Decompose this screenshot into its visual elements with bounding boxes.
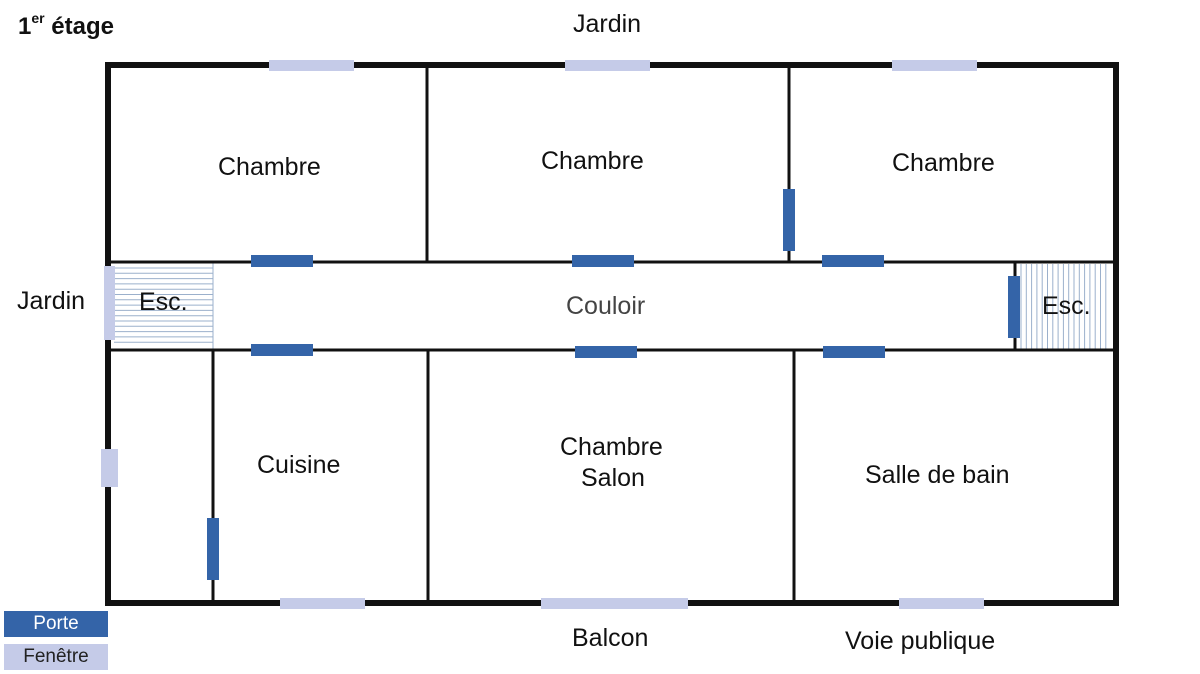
door-cuisine xyxy=(207,518,219,580)
room-salle-de-bain: Salle de bain xyxy=(865,461,1010,489)
window-balcon xyxy=(541,598,688,609)
staircase-right-hatching xyxy=(1020,264,1107,349)
staircase-left-hatching xyxy=(114,263,214,349)
room-chambre-1: Chambre xyxy=(218,153,321,181)
door-salle-de-bain xyxy=(823,346,885,358)
label-jardin-top: Jardin xyxy=(573,10,642,38)
door-stairs-right xyxy=(1008,276,1020,338)
room-chambre-2: Chambre xyxy=(541,147,644,175)
floor-title: 1er étage xyxy=(18,10,114,40)
door-chambre-salon xyxy=(575,346,637,358)
room-chambre-3: Chambre xyxy=(892,149,995,177)
outer-wall xyxy=(105,62,1119,606)
window-chambre3 xyxy=(892,60,977,71)
door-chambre2-chambre3 xyxy=(783,189,795,251)
label-jardin-left: Jardin xyxy=(17,287,86,315)
door-chambre2 xyxy=(572,255,634,267)
room-escalier-left: Esc. xyxy=(139,288,188,316)
window-chambre2 xyxy=(565,60,650,71)
window-stairs-left xyxy=(104,266,115,340)
legend-door: Porte xyxy=(4,611,108,637)
window-cuisine xyxy=(280,598,365,609)
window-left-room xyxy=(101,449,118,487)
doors xyxy=(207,189,1020,580)
legend-window: Fenêtre xyxy=(4,644,108,670)
label-balcon: Balcon xyxy=(572,624,649,652)
door-chambre1 xyxy=(251,255,313,267)
label-voie-publique: Voie publique xyxy=(845,627,996,655)
windows xyxy=(101,60,984,609)
room-escalier-right: Esc. xyxy=(1042,292,1091,320)
door-chambre3 xyxy=(822,255,884,267)
door-left-room xyxy=(251,344,313,356)
room-chambre-salon-line2: Salon xyxy=(581,464,645,492)
room-cuisine: Cuisine xyxy=(257,451,341,479)
room-chambre-salon-line1: Chambre xyxy=(560,433,663,461)
window-chambre1 xyxy=(269,60,354,71)
room-couloir: Couloir xyxy=(566,292,646,320)
interior-walls xyxy=(108,65,1113,603)
window-salle-de-bain xyxy=(899,598,984,609)
